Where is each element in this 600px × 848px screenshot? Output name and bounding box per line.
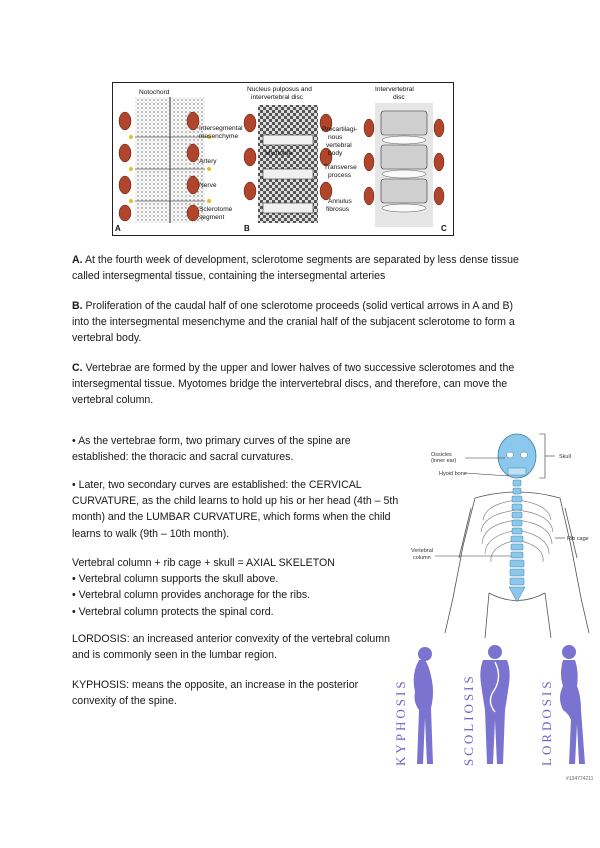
- label-precart-3: vertebral: [326, 142, 352, 149]
- label-rib-cage: Rib cage: [567, 536, 589, 542]
- word-lordosis: LORDOSIS: [539, 678, 554, 766]
- label-nucleus-1: Nucleus pulposus and: [247, 86, 312, 93]
- panel-b: Nucleus pulposus and intervertebral disc…: [243, 86, 357, 233]
- vertebral-column-shape: [508, 479, 526, 603]
- label-myotome: Myotome: [265, 150, 292, 157]
- label-transverse-2: process: [328, 172, 352, 179]
- label-hyoid: Hyoid bone: [439, 471, 467, 477]
- label-precart-2: nous: [328, 134, 343, 141]
- paragraph-b-lead: B.: [72, 300, 83, 312]
- label-nerve: Nerve: [199, 182, 217, 189]
- label-transverse-1: Transverse: [324, 164, 357, 171]
- curves-primary-text: • As the vertebrae form, two primary cur…: [72, 435, 351, 464]
- scoliosis-silhouette: [480, 645, 510, 764]
- notes-curves-secondary: • Later, two secondary curves are establ…: [72, 477, 402, 542]
- paragraph-a: A. At the fourth week of development, sc…: [72, 252, 532, 284]
- paragraph-a-lead: A.: [72, 254, 83, 266]
- label-ossicles-1: Ossicles: [431, 452, 452, 458]
- label-precart-1: Precartilagi-: [322, 126, 357, 133]
- label-precart-4: body: [328, 150, 343, 157]
- notes-lordosis: LORDOSIS: an increased anterior convexit…: [72, 631, 402, 663]
- panel-c: Intervertebral disc C: [363, 86, 447, 233]
- label-vertebral-2: column: [413, 555, 431, 561]
- label-intersegmental-1: Intersegmental: [199, 125, 243, 132]
- sclerotome-diagram: Notochord Intersegmental mesenchyme Arte…: [115, 86, 447, 233]
- posture-diagram: KYPHOSIS SCOLIOSIS LORDOSIS: [393, 645, 585, 766]
- axial-heading: Vertebral column + rib cage + skull = AX…: [72, 557, 335, 569]
- paragraph-c-text: Vertebrae are formed by the upper and lo…: [72, 362, 515, 407]
- label-sclerotome-1: Sclerotome: [199, 206, 233, 213]
- label-ossicles-2: (inner ear): [431, 458, 457, 464]
- kyphosis-silhouette: [413, 647, 433, 764]
- notes-axial: Vertebral column + rib cage + skull = AX…: [72, 555, 402, 620]
- paragraph-c: C. Vertebrae are formed by the upper and…: [72, 360, 532, 409]
- axial-item-3: • Vertebral column protects the spinal c…: [72, 605, 274, 618]
- paragraph-b-text: Proliferation of the caudal half of one …: [72, 300, 515, 345]
- label-ivd-1: Intervertebral: [375, 86, 414, 93]
- lordosis-silhouette: [560, 645, 585, 764]
- label-skull: Skull: [559, 454, 571, 460]
- label-annulus-2: fibrosus: [326, 206, 350, 213]
- notes-curves-primary: • As the vertebrae form, two primary cur…: [72, 433, 402, 465]
- label-intersegmental-2: mesenchyme: [199, 133, 239, 140]
- paragraph-b: B. Proliferation of the caudal half of o…: [72, 298, 532, 347]
- label-artery: Artery: [199, 158, 217, 165]
- label-sclerotome-2: segment: [199, 214, 224, 221]
- word-kyphosis: KYPHOSIS: [393, 678, 408, 766]
- panel-letter-b: B: [244, 224, 250, 233]
- axial-item-2: • Vertebral column provides anchorage fo…: [72, 589, 311, 602]
- notes-kyphosis: KYPHOSIS: means the opposite, an increas…: [72, 677, 402, 709]
- lordosis-text: LORDOSIS: an increased anterior convexit…: [72, 633, 390, 662]
- skull-shape: [497, 433, 537, 479]
- kyphosis-text: KYPHOSIS: means the opposite, an increas…: [72, 679, 359, 708]
- label-nucleus-2: intervertebral disc: [251, 94, 304, 101]
- word-scoliosis: SCOLIOSIS: [461, 673, 476, 766]
- curves-secondary-text: • Later, two secondary curves are establ…: [72, 479, 399, 540]
- paragraph-c-lead: C.: [72, 362, 83, 374]
- label-vertebral-1: Vertebral: [411, 548, 433, 554]
- paragraph-a-text: At the fourth week of development, scler…: [72, 254, 519, 283]
- panel-letter-c: C: [441, 224, 447, 233]
- axial-skeleton-figure: Skull Ossicles (inner ear) Hyoid bone Ri…: [405, 428, 600, 639]
- body-outline: [444, 491, 590, 639]
- skull-bracket: [435, 433, 565, 557]
- label-notochord: Notochord: [139, 89, 170, 96]
- axial-item-1: • Vertebral column supports the skull ab…: [72, 573, 279, 586]
- panel-a: Notochord Intersegmental mesenchyme Arte…: [115, 89, 243, 233]
- sclerotome-figure: Notochord Intersegmental mesenchyme Arte…: [112, 82, 454, 236]
- posture-silhouettes: [413, 645, 585, 764]
- panel-letter-a: A: [115, 224, 121, 233]
- axial-skeleton-diagram: Skull Ossicles (inner ear) Hyoid bone Ri…: [411, 433, 590, 639]
- spine-posture-figure: KYPHOSIS SCOLIOSIS LORDOSIS: [385, 640, 600, 770]
- label-ivd-2: disc: [393, 94, 405, 101]
- figure-code: #134774211: [566, 776, 594, 782]
- label-annulus-1: Annulus: [328, 198, 353, 205]
